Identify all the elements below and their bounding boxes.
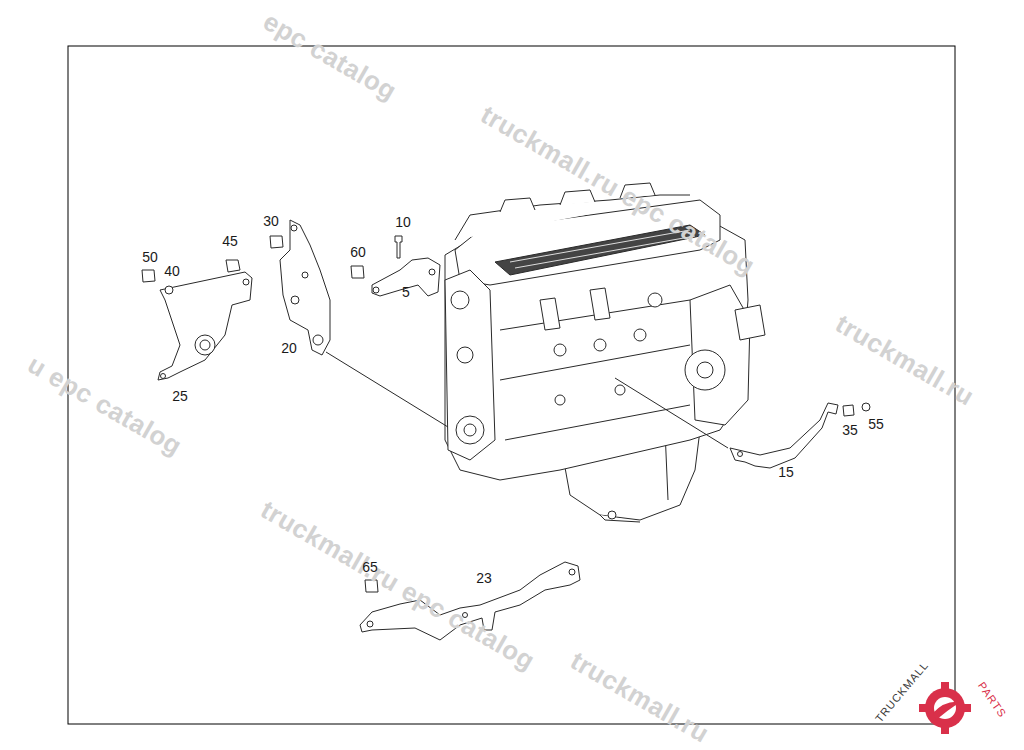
watermark: epc catalog — [259, 8, 401, 105]
callout-number: 25 — [172, 389, 188, 403]
callout-number: 23 — [476, 571, 492, 585]
logo-text: PARTS — [976, 680, 1008, 720]
watermark: truckmall.ru epc catalog — [477, 101, 759, 279]
watermark: u epc catalog — [24, 351, 187, 460]
callout-number: 15 — [778, 465, 794, 479]
watermark: truckmall.ru — [566, 647, 713, 747]
callout-number: 55 — [868, 417, 884, 431]
callout-number: 30 — [263, 214, 279, 228]
logo-text: TRUCKMALL — [873, 659, 930, 724]
watermark: truckmall.ru — [831, 310, 978, 410]
callout-number: 10 — [395, 215, 411, 229]
callout-number: 65 — [362, 560, 378, 574]
callout-number: 45 — [222, 234, 238, 248]
callout-number: 40 — [164, 264, 180, 278]
callout-number: 60 — [350, 245, 366, 259]
callout-number: 50 — [142, 250, 158, 264]
callout-number: 5 — [402, 285, 410, 299]
callout-number: 20 — [281, 341, 297, 355]
callout-number: 35 — [842, 423, 858, 437]
watermark: truckmall.ru epc catalog — [257, 496, 539, 674]
